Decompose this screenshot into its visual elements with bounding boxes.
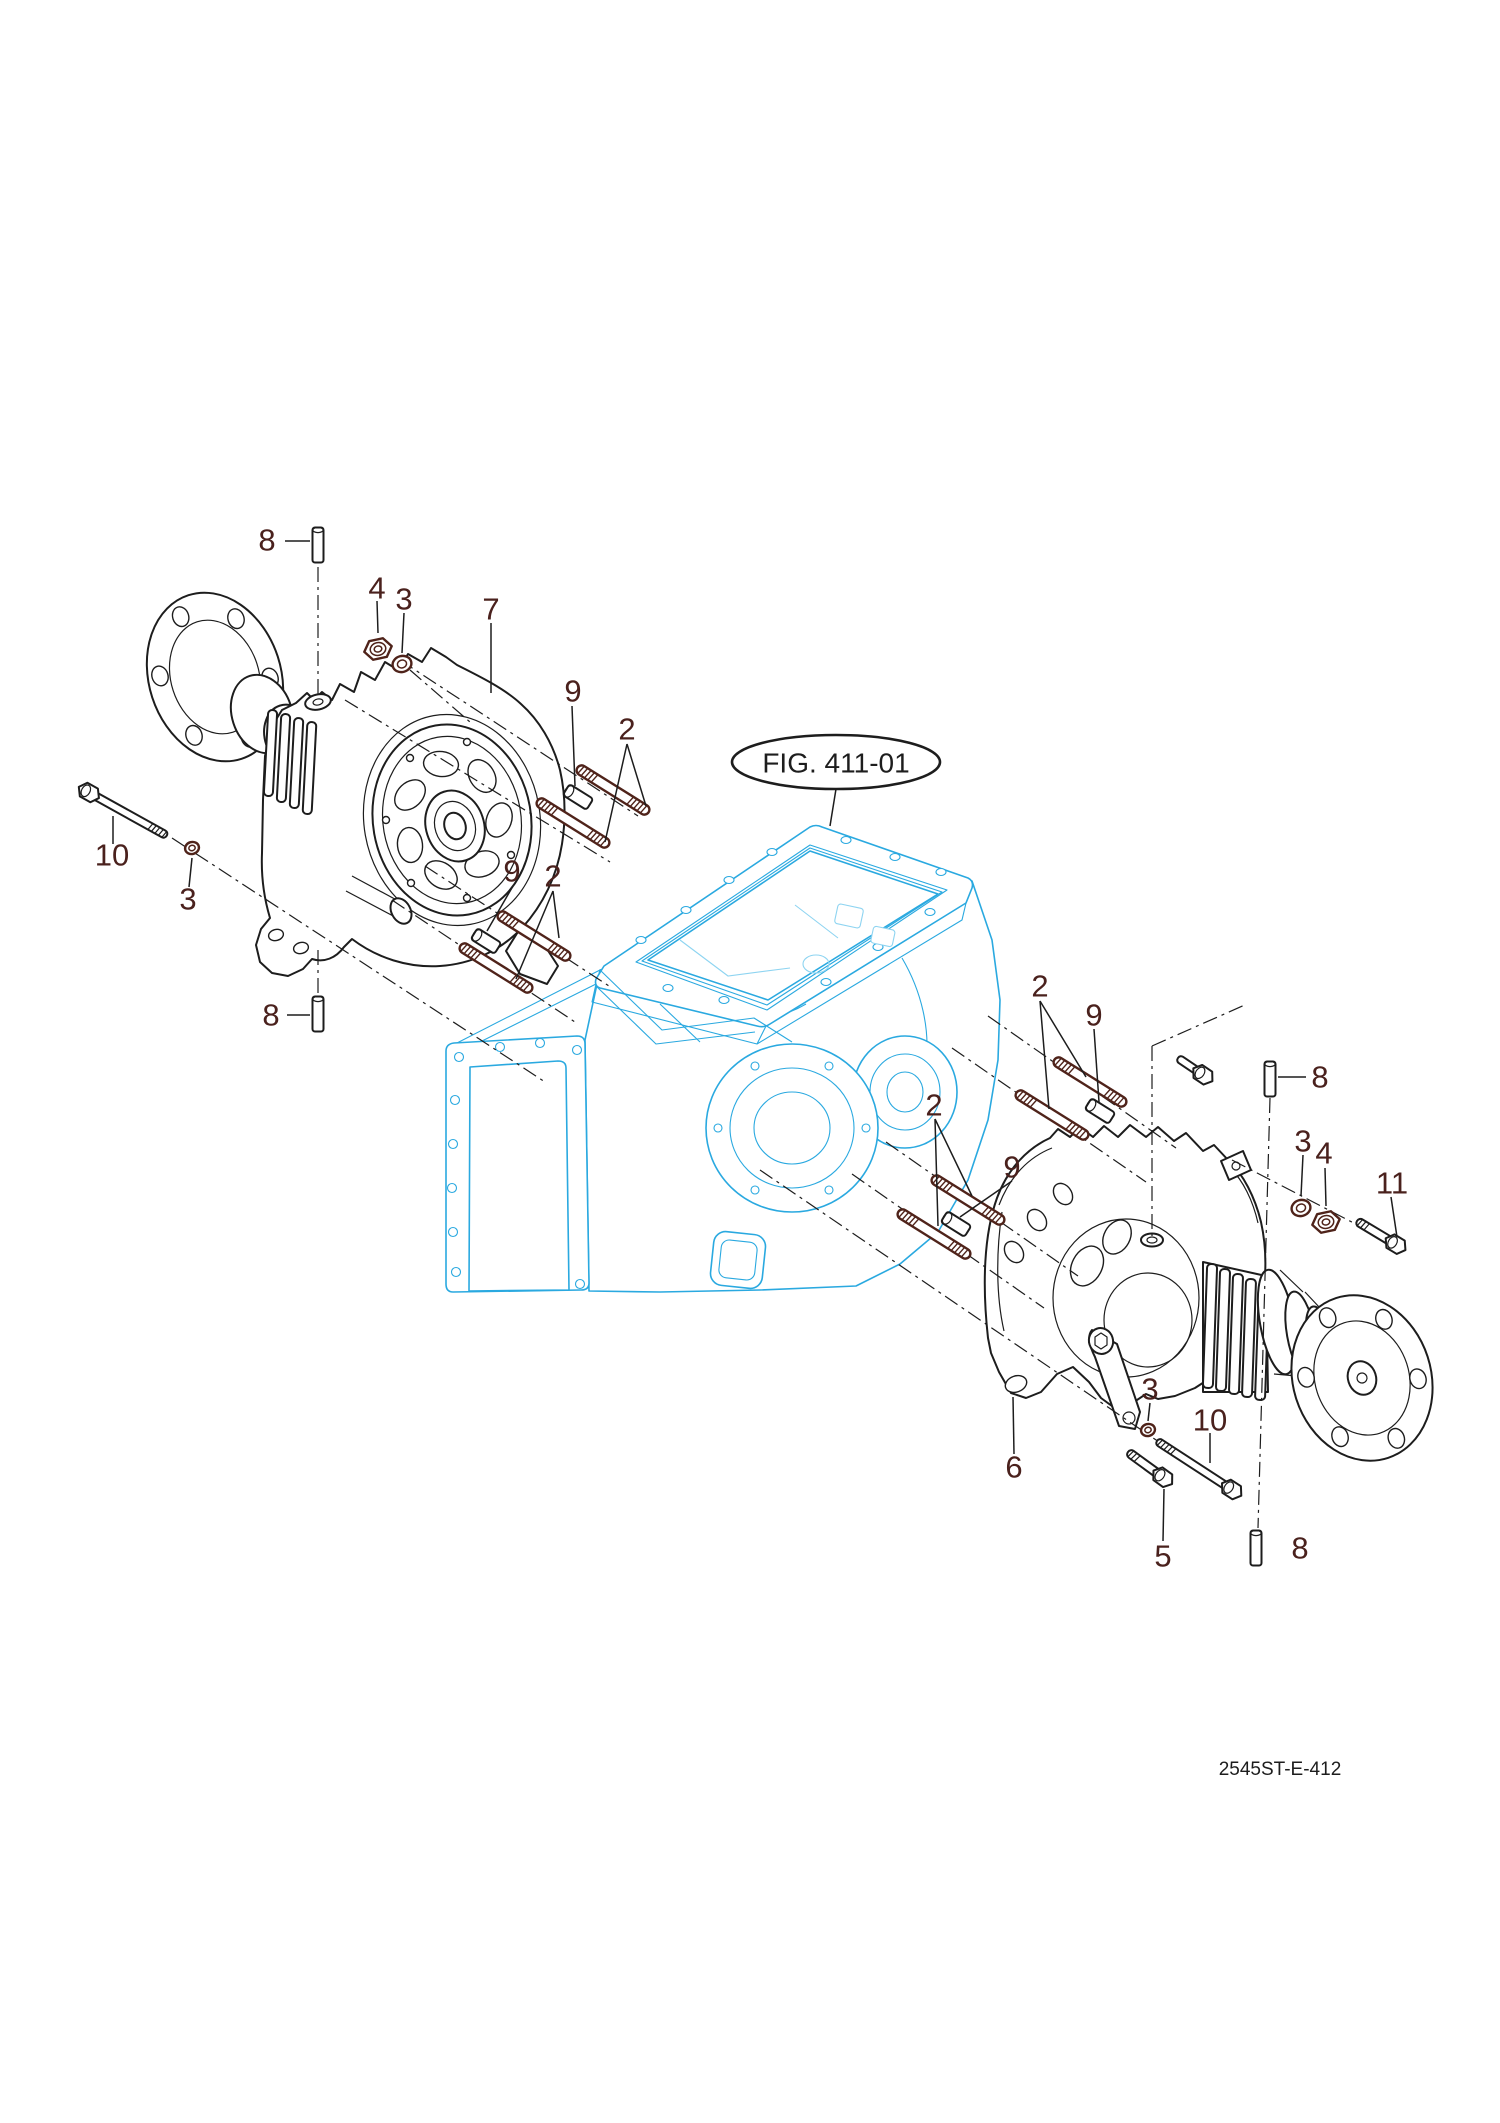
case-left-flange [445, 969, 601, 1293]
case-side-opening [852, 1035, 958, 1149]
part-label-6: 6 [1005, 1450, 1022, 1485]
part-label-5: 5 [1154, 1539, 1171, 1574]
pin-8 [311, 526, 325, 564]
case-bottom-boss [709, 1230, 767, 1290]
case-top-rim [591, 824, 974, 1045]
part-label-2: 2 [544, 859, 561, 894]
part-label-9: 9 [1085, 998, 1102, 1033]
part-label-10: 10 [95, 838, 129, 873]
part-label-11: 11 [1376, 1166, 1408, 1201]
fig-callout: FIG. 411-01 [730, 733, 942, 827]
left-housing-fins [262, 709, 318, 815]
part-label-8: 8 [1291, 1531, 1308, 1566]
part-label-9: 9 [1003, 1150, 1020, 1185]
bolt-10 [74, 779, 169, 839]
part-label-9: 9 [503, 854, 520, 889]
assembly-axis-lines [171, 567, 1403, 1529]
washer-3 [1288, 1196, 1314, 1220]
transmission-case [445, 824, 1001, 1293]
pin-8 [1249, 1529, 1263, 1567]
hardware [74, 526, 1411, 1567]
dowel-9 [939, 1209, 973, 1238]
part-label-3: 3 [395, 582, 412, 617]
fig-callout-label: FIG. 411-01 [762, 748, 909, 779]
bolt-10 [1155, 1438, 1247, 1504]
part-label-2: 2 [618, 712, 635, 747]
drawing-code: 2545ST-E-412 [1219, 1759, 1342, 1780]
fig-callout-ellipse [730, 733, 942, 791]
case-front-opening [705, 1043, 879, 1213]
part-label-7: 7 [482, 592, 499, 627]
part-label-10: 10 [1193, 1403, 1227, 1438]
part-label-3: 3 [1294, 1124, 1311, 1159]
dowel-9 [561, 782, 595, 811]
bolt-small [1176, 1055, 1218, 1089]
bolt-5 [1126, 1449, 1178, 1492]
part-label-8: 8 [1311, 1060, 1328, 1095]
pin-8 [311, 995, 325, 1033]
nut-4 [1309, 1208, 1343, 1236]
leader-lines [112, 540, 1398, 1542]
part-label-3: 3 [179, 882, 196, 917]
part-label-4: 4 [368, 571, 385, 606]
part-label-8: 8 [258, 523, 275, 558]
case-interior-detail [679, 903, 896, 977]
part-label-8: 8 [262, 998, 279, 1033]
right-wheel-flange [1290, 1294, 1434, 1462]
washer-3 [182, 839, 202, 857]
part-label-2: 2 [1031, 969, 1048, 1004]
pin-8 [1263, 1060, 1277, 1098]
right-axle-assembly [983, 1124, 1434, 1462]
right-housing-lugs [1003, 1182, 1132, 1287]
part-label-3: 3 [1141, 1372, 1158, 1407]
left-axle-assembly [145, 591, 566, 985]
part-label-9: 9 [564, 674, 581, 709]
washer-3 [1138, 1421, 1158, 1439]
part-label-4: 4 [1315, 1136, 1332, 1171]
bolt-11 [1355, 1217, 1411, 1258]
part-label-2: 2 [925, 1088, 942, 1123]
nut-4 [361, 635, 395, 663]
stud-2 [1012, 1087, 1092, 1143]
right-bracket-arm [1087, 1327, 1141, 1430]
